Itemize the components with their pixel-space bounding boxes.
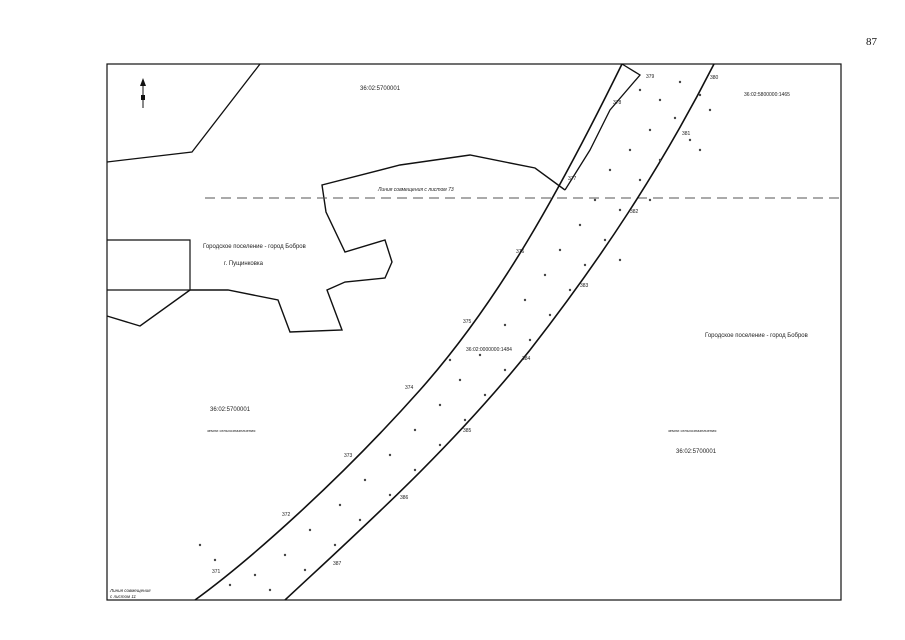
points-left: 379 378 377 376 375 374 373 372 371: [212, 74, 655, 575]
parcel-label-top-right: 36:02:5800000:1465: [744, 92, 790, 98]
corridor-right-boundary: [284, 63, 715, 601]
point-label: 379: [646, 74, 655, 80]
vegetation-dots: [198, 80, 712, 592]
corridor-left-boundary: [194, 63, 623, 601]
point-label: 376: [516, 249, 525, 255]
point-label: 371: [212, 569, 221, 575]
point-label: 380: [710, 75, 719, 81]
join-line-label-top: Линия совмещения с листом 73: [377, 187, 454, 193]
parcel-label-top: 36:02:5700001: [360, 86, 401, 92]
parcel-label-center: 36:02:0000000:1484: [466, 347, 512, 353]
map-border: [106, 63, 842, 601]
join-line-label-bottom-1: Линия совмещения: [109, 588, 151, 593]
point-label: 377: [568, 176, 577, 182]
point-label: 387: [333, 561, 342, 567]
points-right: 380 381 382 383 384 385 386 387: [333, 75, 719, 567]
point-label: 372: [282, 512, 291, 518]
parcel-boundary-top: [106, 63, 261, 163]
parcel-sublabel-left: земли сельхозназначения: [207, 428, 255, 433]
point-label: 383: [580, 283, 589, 289]
point-label: 378: [613, 100, 622, 106]
point-label: 381: [682, 131, 691, 137]
settlement-label-right: Городское поселение - город Бобров: [705, 333, 808, 339]
parcel-label-right: 36:02:5700001: [676, 449, 717, 455]
page-number: 87: [866, 36, 877, 48]
village-label: г. Пущинковка: [224, 261, 264, 267]
point-label: 374: [405, 385, 414, 391]
point-label: 385: [463, 428, 472, 434]
parcel-label-left: 36:02:5700001: [210, 407, 251, 413]
point-label: 382: [630, 209, 639, 215]
village-boundary: [106, 154, 566, 333]
point-label: 384: [522, 356, 531, 362]
parcel-boundary-top-right: [564, 63, 641, 191]
point-label: 375: [463, 319, 472, 325]
join-line-label-bottom-2: с листом 11: [110, 594, 136, 599]
point-label: 373: [344, 453, 353, 459]
north-arrow-icon: [140, 78, 146, 108]
parcel-sublabel-right: земли сельхозназначения: [668, 428, 716, 433]
settlement-label-left: Городское поселение - город Бобров: [203, 244, 306, 250]
point-label: 386: [400, 495, 409, 501]
building-outline: [107, 239, 191, 291]
